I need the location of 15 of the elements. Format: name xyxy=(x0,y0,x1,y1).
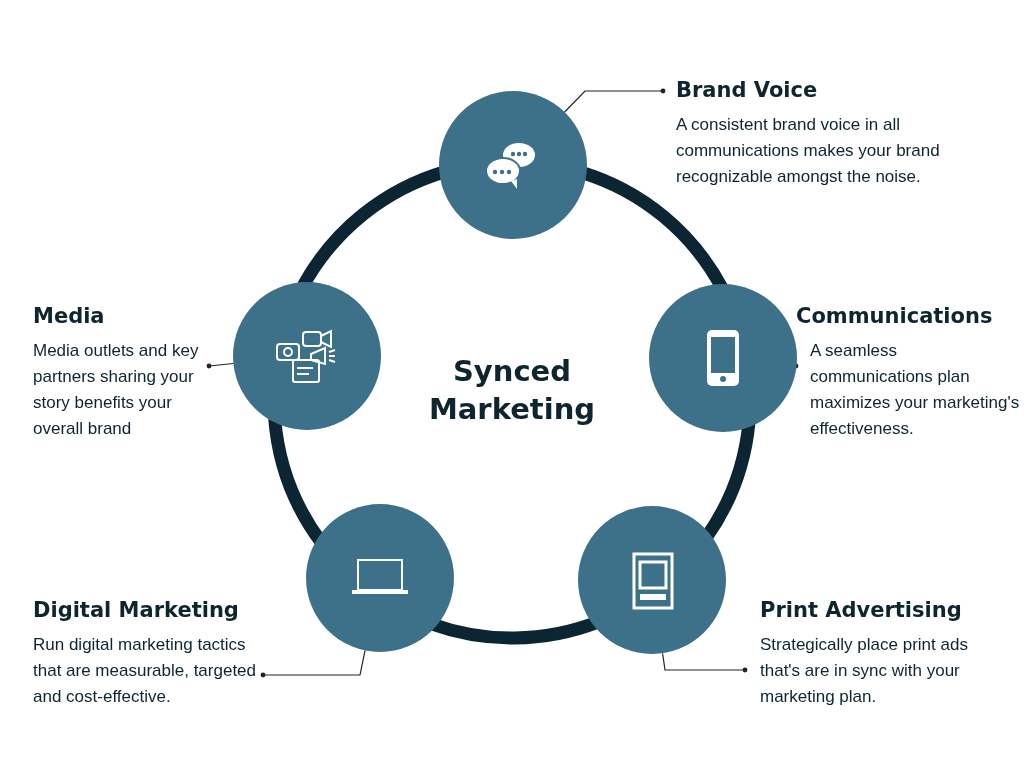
heading: Brand Voice xyxy=(676,77,818,104)
leader-line xyxy=(662,652,748,673)
leader-line xyxy=(260,649,366,678)
description: A consistent brand voice in all communications makes your brand recognizable amongst the noise. xyxy=(676,114,941,188)
description: Strategically place print ads that's are in sync with your marketing plan. xyxy=(760,634,969,708)
heading: Communications xyxy=(796,303,993,330)
heading: Digital Marketing xyxy=(33,597,239,624)
heading: Media xyxy=(33,303,105,330)
center-title: Synced Marketing xyxy=(427,353,597,428)
leader-line xyxy=(564,88,666,113)
description: Media outlets and key partners sharing your story benefits your overall brand xyxy=(33,340,200,440)
description: A seamless communications plan maximizes your marketing's effectiveness. xyxy=(809,340,1021,440)
heading: Print Advertising xyxy=(760,597,962,624)
description: Run digital marketing tactics that are measurable, targeted and cost-effective. xyxy=(33,634,258,708)
leader-line xyxy=(206,362,234,369)
